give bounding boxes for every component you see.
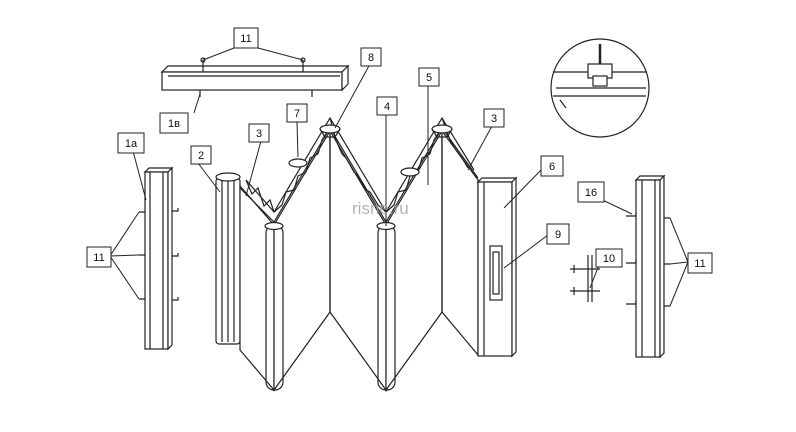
end-panel-right <box>476 176 518 358</box>
right-jamb-post <box>626 174 670 359</box>
svg-text:10: 10 <box>603 253 615 265</box>
svg-text:1а: 1а <box>125 138 138 150</box>
end-panel-left <box>215 172 241 345</box>
callout-1v: 1в <box>159 112 189 134</box>
callout-6: 6 <box>540 155 564 177</box>
callout-10: 10 <box>595 248 623 268</box>
callout-8: 8 <box>360 47 382 67</box>
svg-text:6: 6 <box>549 161 555 173</box>
svg-text:4: 4 <box>384 101 390 113</box>
callout-3-left: 3 <box>248 123 270 143</box>
svg-text:9: 9 <box>555 229 561 241</box>
top-rail <box>160 57 350 97</box>
callout-16: 16 <box>577 181 605 203</box>
callout-7: 7 <box>286 103 308 123</box>
svg-text:11: 11 <box>694 258 705 270</box>
callout-4: 4 <box>376 96 398 116</box>
callout-5: 5 <box>418 67 440 87</box>
svg-text:7: 7 <box>294 108 300 120</box>
callout-9: 9 <box>546 223 570 245</box>
leader-lines <box>109 47 689 307</box>
top-hinge-truss <box>239 116 479 224</box>
svg-text:16: 16 <box>585 187 597 199</box>
svg-text:11: 11 <box>93 252 104 264</box>
callout-3-right: 3 <box>483 108 505 128</box>
callout-1a: 1а <box>117 132 145 154</box>
svg-text:3: 3 <box>256 128 262 140</box>
svg-text:8: 8 <box>368 52 374 64</box>
callout-2: 2 <box>190 145 212 165</box>
watermark-text: risne.ru <box>352 199 409 218</box>
left-jamb-post <box>139 166 179 351</box>
svg-text:3: 3 <box>491 113 497 125</box>
callout-11-left: 11 <box>86 246 112 268</box>
svg-text:11: 11 <box>240 33 251 45</box>
guide-bracket <box>570 255 600 302</box>
svg-text:1в: 1в <box>168 118 180 130</box>
svg-text:5: 5 <box>426 72 432 84</box>
callout-11-right: 11 <box>687 252 713 274</box>
svg-text:2: 2 <box>198 150 204 162</box>
callout-11-top: 11 <box>233 27 259 49</box>
profile-detail-circle <box>550 38 650 138</box>
folding-panels <box>239 128 479 392</box>
